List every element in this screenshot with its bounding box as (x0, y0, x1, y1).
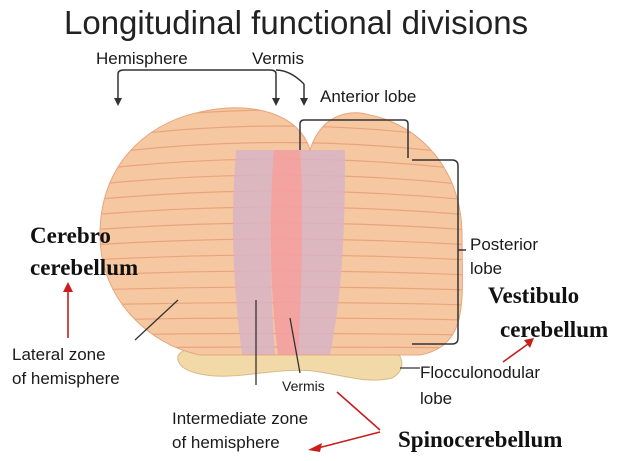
top-arrowheads (114, 98, 308, 106)
label-vestibulo-1: Vestibulo (488, 284, 579, 307)
label-spinocerebellum: Spinocerebellum (398, 428, 562, 451)
cerebellum-body (90, 100, 470, 360)
intermediate-zone-left (233, 150, 276, 355)
label-cerebro-1: Cerebro (30, 224, 111, 247)
label-lateral-zone-1: Lateral zone (12, 346, 106, 363)
label-intermediate-zone-1: Intermediate zone (172, 410, 308, 427)
label-vermis-bottom: Vermis (282, 379, 325, 393)
label-anterior-lobe: Anterior lobe (320, 88, 416, 105)
label-vermis-top: Vermis (252, 50, 304, 67)
label-posterior-lobe-1: Posterior (470, 236, 538, 253)
label-flocculonodular-1: Flocculonodular (420, 364, 540, 381)
label-vestibulo-2: cerebellum (500, 318, 608, 341)
label-hemisphere: Hemisphere (96, 50, 188, 67)
label-lateral-zone-2: of hemisphere (12, 370, 120, 387)
label-posterior-lobe-2: lobe (470, 260, 502, 277)
page-title: Longitudinal functional divisions (64, 6, 528, 39)
label-flocculonodular-2: lobe (420, 390, 452, 407)
vermis-strip (271, 150, 302, 355)
label-intermediate-zone-2: of hemisphere (172, 434, 280, 451)
label-cerebro-2: cerebellum (30, 256, 138, 279)
top-brace (118, 70, 304, 100)
